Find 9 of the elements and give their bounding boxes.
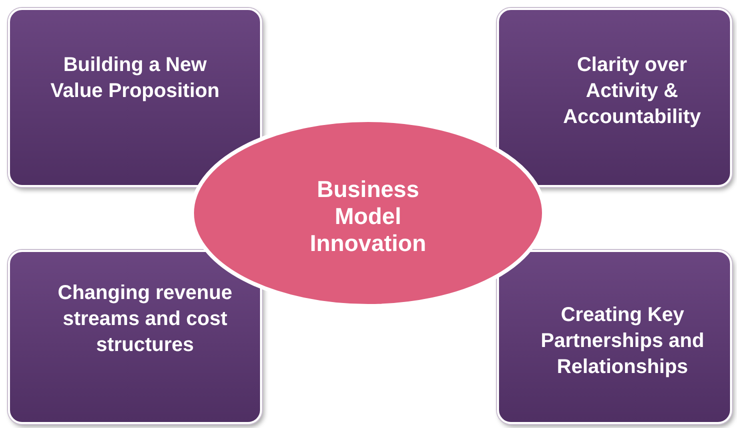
category-box bbox=[497, 250, 732, 424]
box-text: Changing revenue streams and cost structures bbox=[56, 281, 234, 358]
category-box bbox=[8, 8, 262, 187]
box-text: Building a New Value Proposition bbox=[50, 53, 220, 104]
box-text: Creating Key Partnerships and Relationships bbox=[540, 303, 706, 380]
box-text: Clarity over Activity & Accountability bbox=[562, 53, 702, 130]
category-box bbox=[497, 8, 732, 187]
category-box bbox=[8, 250, 262, 424]
center-title: Business Model Innovation bbox=[308, 176, 428, 257]
